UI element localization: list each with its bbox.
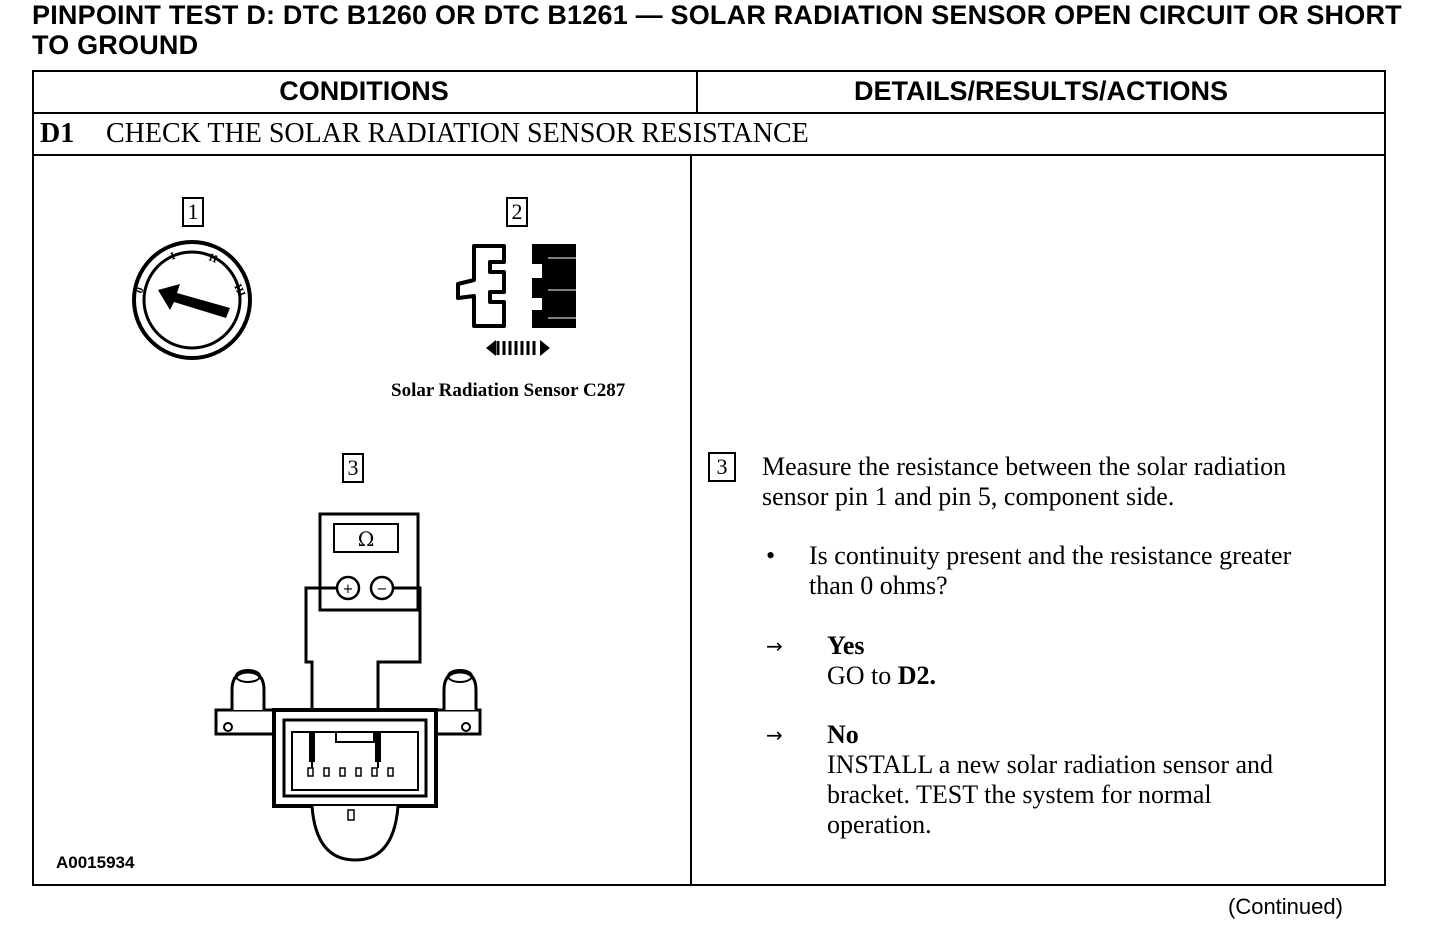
svg-text:+: +	[343, 582, 354, 597]
no-action-line-1: INSTALL a new solar radiation sensor and	[827, 750, 1274, 779]
connector-caption: Solar Radiation Sensor C287	[391, 380, 626, 401]
yes-arrow: →	[766, 634, 783, 658]
yes-label: Yes	[827, 631, 865, 660]
conditions-header: CONDITIONS	[279, 75, 449, 106]
key-mark-2: II	[207, 252, 219, 266]
header-divider	[696, 70, 698, 114]
instruction-line-2: sensor pin 1 and pin 5, component side.	[762, 482, 1175, 511]
step-bar: D1 CHECK THE SOLAR RADIATION SENSOR RESI…	[32, 114, 1386, 156]
table-header: CONDITIONS DETAILS/RESULTS/ACTIONS	[32, 70, 1386, 114]
figure-id: A0015934	[56, 853, 135, 872]
test-table	[32, 70, 1386, 886]
key-mark-1: I	[169, 250, 177, 263]
question-line-2: than 0 ohms?	[809, 571, 948, 600]
ohm-symbol: Ω	[358, 527, 375, 551]
question-line-1: Is continuity present and the resistance…	[809, 541, 1292, 570]
multimeter-sensor-diagram: Ω + −	[214, 512, 482, 862]
svg-text:−: −	[377, 582, 388, 597]
ignition-key-icon: 0 I II III	[132, 240, 252, 360]
step-id: D1	[40, 118, 75, 149]
figure-step-1-number: 1	[182, 197, 204, 227]
no-arrow: →	[766, 723, 783, 747]
key-mark-3: III	[231, 282, 247, 299]
no-action-line-3: operation.	[827, 810, 932, 839]
bullet: •	[766, 541, 776, 570]
figure-step-2-number: 2	[506, 197, 528, 227]
figure-step-3-number: 3	[342, 453, 364, 483]
continued-label: (Continued)	[1228, 894, 1343, 919]
body-divider	[690, 156, 692, 886]
details-step-number: 3	[708, 452, 736, 482]
yes-action-prefix: GO to	[827, 661, 898, 690]
details-header: DETAILS/RESULTS/ACTIONS	[853, 75, 1228, 106]
instruction-line-1: Measure the resistance between the solar…	[762, 452, 1287, 481]
step-title: CHECK THE SOLAR RADIATION SENSOR RESISTA…	[106, 118, 809, 149]
no-label: No	[827, 720, 859, 749]
yes-action: GO to D2.	[827, 661, 936, 691]
key-mark-0: 0	[134, 285, 147, 295]
page-title: PINPOINT TEST D: DTC B1260 OR DTC B1261 …	[32, 0, 1402, 60]
connector-disconnect-icon	[456, 244, 576, 356]
no-action-line-2: bracket. TEST the system for normal	[827, 780, 1212, 809]
yes-action-target: D2.	[897, 661, 937, 690]
